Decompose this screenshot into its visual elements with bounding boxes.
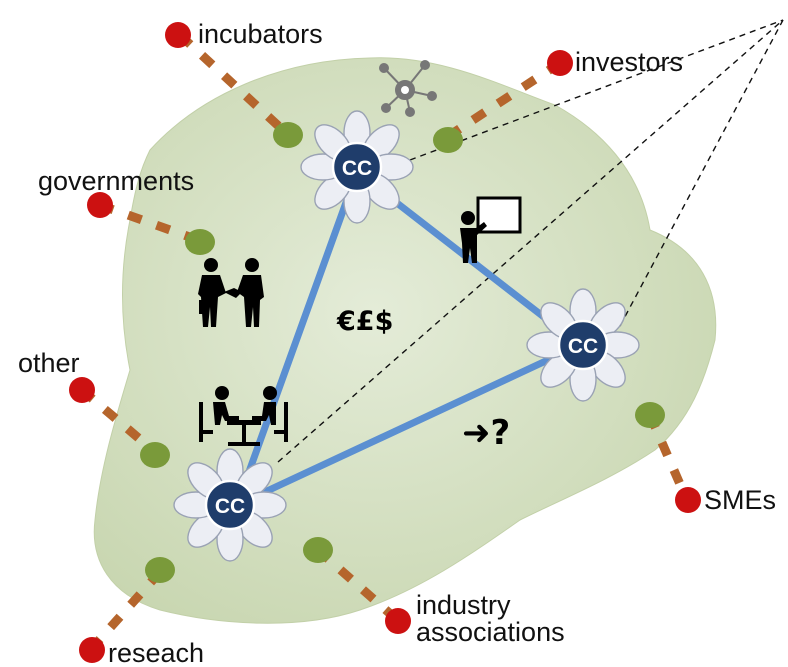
other-inner-dot bbox=[140, 442, 170, 468]
smes-dot bbox=[675, 487, 701, 513]
cc-hub-top-label: CC bbox=[342, 157, 372, 180]
label-incubators: incubators bbox=[198, 19, 323, 49]
label-industry-line2: associations bbox=[416, 617, 565, 647]
label-governments: governments bbox=[38, 166, 194, 196]
investors-dot bbox=[547, 50, 573, 76]
network-icon bbox=[379, 60, 437, 117]
presenter-icon bbox=[460, 196, 522, 263]
governments-dot bbox=[87, 192, 113, 218]
industry-inner-dot bbox=[303, 537, 333, 563]
connector-governments bbox=[87, 192, 215, 255]
connector-other bbox=[69, 377, 170, 468]
handshake-icon bbox=[198, 258, 264, 327]
connector-smes bbox=[635, 402, 701, 513]
label-industry-line1: industry bbox=[416, 590, 511, 620]
connector-industry bbox=[303, 537, 411, 634]
incubators-dot bbox=[165, 22, 191, 48]
connector-research bbox=[79, 557, 175, 663]
governments-inner-dot bbox=[185, 229, 215, 255]
cc-hub-right: CC bbox=[526, 288, 640, 402]
industry-dot bbox=[385, 608, 411, 634]
label-research: reseach bbox=[108, 638, 204, 667]
connector-investors bbox=[433, 50, 573, 153]
cc-hub-top: CC bbox=[300, 110, 414, 224]
connector-incubators bbox=[165, 22, 303, 148]
smes-inner-dot bbox=[635, 402, 665, 428]
meeting-icon bbox=[199, 386, 288, 446]
research-dot bbox=[79, 637, 105, 663]
research-inner-dot bbox=[145, 557, 175, 583]
label-other: other bbox=[18, 348, 80, 378]
cc-hub-bottom-label: CC bbox=[215, 495, 245, 518]
investors-inner-dot bbox=[433, 127, 463, 153]
other-dot bbox=[69, 377, 95, 403]
next-question-symbol: ➜? bbox=[462, 413, 510, 453]
cc-hub-right-label: CC bbox=[568, 335, 598, 358]
cc-hub-bottom-left: CC bbox=[173, 448, 287, 562]
label-smes: SMEs bbox=[704, 485, 776, 515]
currency-symbols: €£$ bbox=[336, 306, 393, 337]
label-investors: investors bbox=[575, 47, 683, 77]
incubators-inner-dot bbox=[273, 122, 303, 148]
external-link-lines bbox=[277, 19, 784, 463]
